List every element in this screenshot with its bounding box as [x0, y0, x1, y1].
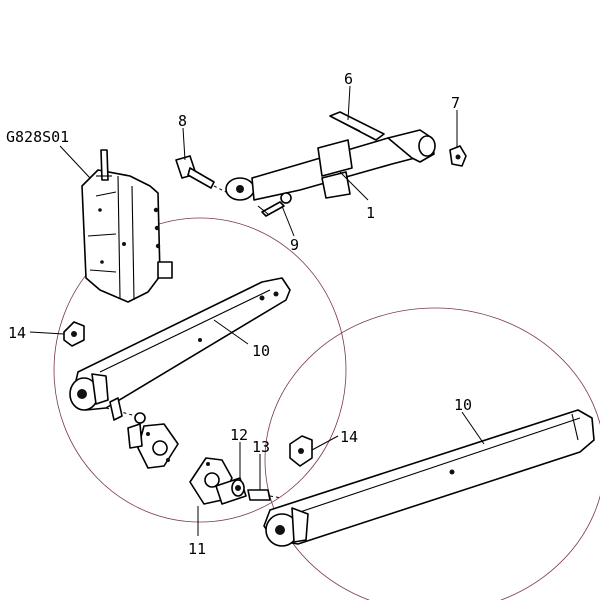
callout-14-right: 14 [340, 428, 358, 446]
part-code-label: G828S01 [6, 128, 69, 146]
callout-9: 9 [290, 236, 299, 254]
clip-part-7 [449, 145, 467, 167]
ball-joint-left [105, 397, 179, 469]
callout-12: 12 [230, 426, 248, 444]
top-link-part-1 [225, 111, 436, 201]
callout-11: 11 [188, 540, 206, 558]
leader-6 [347, 85, 351, 121]
callout-10-left: 10 [252, 342, 270, 360]
magnifier-circle-right [264, 307, 600, 600]
flange-part-11 [189, 457, 247, 505]
lower-link-part-10-left [69, 277, 291, 411]
leader-1 [339, 171, 369, 201]
clip-part-14-left [63, 321, 85, 347]
callout-10-right: 10 [454, 396, 472, 414]
leader-bracket [59, 145, 91, 179]
pin-part-13 [247, 489, 283, 501]
bushing-part-12 [231, 479, 245, 497]
callout-6: 6 [344, 70, 353, 88]
linch-pin-part-9 [257, 192, 292, 217]
leader-14-left [29, 331, 65, 335]
magnifier-circle-left [53, 217, 347, 523]
callout-13: 13 [252, 438, 270, 456]
callout-8: 8 [178, 112, 187, 130]
lower-link-part-10-right [263, 409, 595, 547]
leader-10-left [213, 319, 249, 345]
pin-part-8 [175, 155, 227, 193]
callout-1: 1 [366, 204, 375, 222]
leader-14-right [311, 435, 339, 451]
leader-9 [281, 205, 295, 237]
callout-7: 7 [451, 94, 460, 112]
leader-8 [182, 127, 186, 161]
callout-14-left: 14 [8, 324, 26, 342]
leader-10-right [461, 411, 485, 445]
bracket-assembly [81, 149, 173, 303]
clip-part-14-right [289, 435, 313, 467]
